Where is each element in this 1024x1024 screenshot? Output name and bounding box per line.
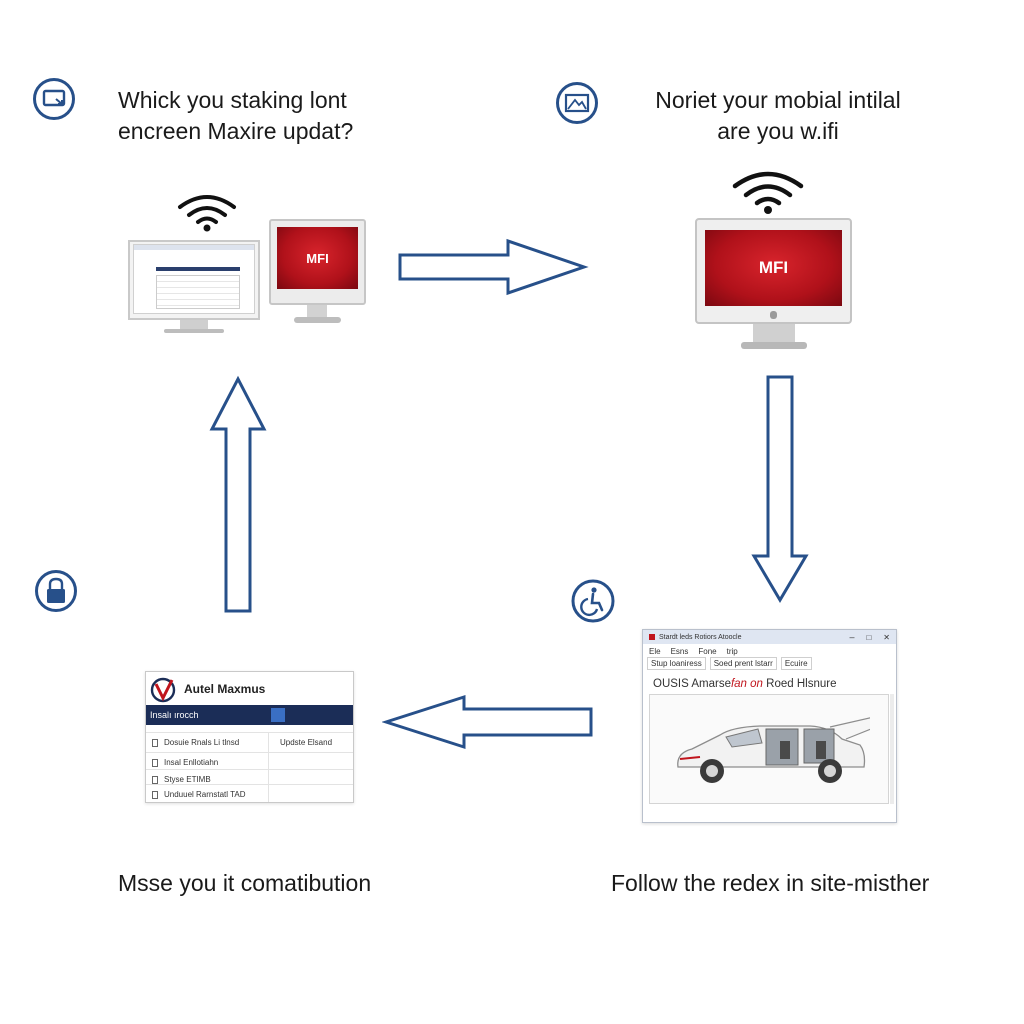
step-4-caption-line-1: Msse you it comatibution [118,870,372,896]
menu-item-view[interactable]: Fone [698,646,717,656]
list-item-icon [152,738,158,747]
step-1-screen-label: MFI [277,227,358,289]
autel-search-bar[interactable]: Insalı ırocch [146,705,353,725]
step-4-lock-icon [34,569,78,613]
step-1-software-monitor [128,240,260,334]
autel-logo-icon [148,676,178,709]
toolbar-tab-search[interactable]: Soed prent lstarr [709,656,777,670]
car-image [677,717,870,783]
step-2-caption-line-1: Noriet your mobial intilal [655,87,901,113]
minimize-icon[interactable]: – [849,632,855,642]
list-item-icon [152,790,158,799]
list-item-label: Styse ETIMB [164,775,211,784]
step-3-accessibility-icon [570,578,616,624]
step-1-caption: Whick you staking lont encreen Maxire up… [118,85,353,147]
menu-item-file[interactable]: Ele [649,646,661,656]
step-2-screen-label: MFI [705,230,842,306]
step-1-screen-icon [32,77,76,121]
heading-suffix: Roed Hlsnure [766,678,837,690]
list-item[interactable]: Dosuie Rnals Li tlnsd Updste Elsand [146,732,353,752]
autel-app-title: Autel Maxmus [184,682,266,696]
list-item-value: Updste Elsand [280,738,333,747]
heading-prefix: OUSIS Amarse [653,678,731,690]
step-1-mfi-monitor: MFI [269,219,366,326]
step-3-caption: Follow the redex in site-misther [611,868,929,899]
step-2-mfi-monitor: MFI [695,218,852,352]
arrow-left-step3-to-step4 [382,694,593,750]
close-icon[interactable]: ✕ [883,632,890,642]
vehicle-image-panel [649,694,889,804]
list-item-icon [152,758,158,767]
autel-app-panel: Autel Maxmus Insalı ırocch Dosuie Rnals … [145,671,354,803]
heading-highlight: fan on [730,678,763,690]
step-1-wifi-icon [176,193,238,238]
step-1-caption-line-2: encreen Maxire updat? [118,118,354,144]
list-item[interactable]: Styse ETIMB [146,769,353,789]
list-item-label: Dosuie Rnals Li tlnsd [164,738,240,747]
step-2-wifi-icon [731,170,805,221]
tool-window: Stardt leds Rotiors Atoocle – □ ✕ Ele Es… [642,629,897,823]
step-2-caption-line-2: are you w.ifi [717,118,839,144]
tool-window-toolbar: Stup loaniress Soed prent lstarr Ecuire [647,656,822,670]
step-3-caption-line-1: Follow the redex in site-misther [611,870,930,896]
list-item[interactable]: Unduuel Rarnstatl TAD [146,784,353,804]
arrow-right-step1-to-step2 [398,238,589,296]
app-logo-icon [649,634,655,640]
list-item-label: Insal Enllotiahn [164,758,219,767]
arrow-up-step4-to-step1 [209,375,267,613]
maximize-icon[interactable]: □ [866,632,872,642]
tool-window-title: Stardt leds Rotiors Atoocle [659,633,742,641]
autel-search-button[interactable] [271,708,285,722]
column-divider [268,732,269,802]
step-2-picture-icon [555,81,599,125]
tool-window-titlebar: Stardt leds Rotiors Atoocle – □ ✕ [643,630,896,644]
list-item[interactable]: Insal Enllotiahn [146,752,353,772]
menu-item-edit[interactable]: Esns [670,646,689,656]
scrollbar[interactable] [890,694,894,804]
list-item-label: Unduuel Rarnstatl TAD [164,790,246,799]
toolbar-tab-extra[interactable]: Ecuire [780,656,812,670]
autel-search-label: Insalı ırocch [150,710,199,720]
tool-window-heading: OUSIS Amarsefan on Roed Hlsnure [653,678,836,690]
arrow-down-step2-to-step3 [751,375,809,603]
step-4-caption: Msse you it comatibution [118,868,371,899]
list-item-icon [152,775,158,784]
tool-window-menubar: Ele Esns Fone trip [649,645,748,657]
step-1-caption-line-1: Whick you staking lont [118,87,347,113]
toolbar-tab-setup[interactable]: Stup loaniress [647,656,706,670]
step-2-caption: Noriet your mobial intilal are you w.ifi [636,85,920,147]
menu-item-help[interactable]: trip [726,646,738,656]
